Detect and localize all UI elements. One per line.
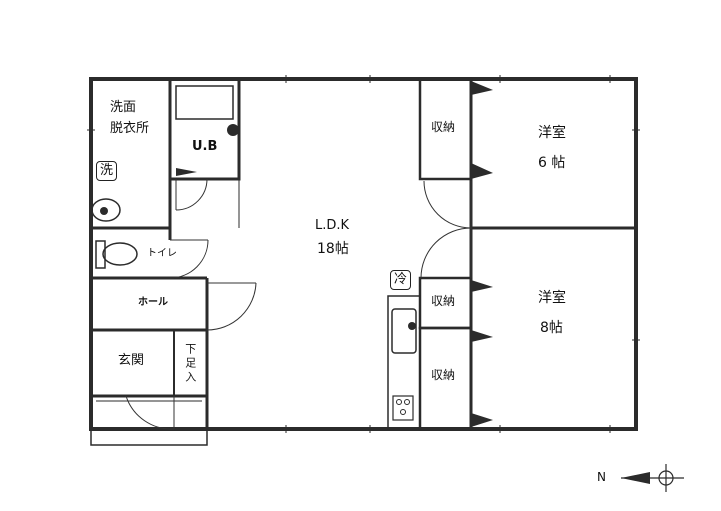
door-swing-entrance: [125, 395, 175, 430]
toilet-bowl: [102, 242, 138, 266]
entrance-step: [90, 395, 208, 446]
label-storage-middle: 収納: [431, 294, 456, 308]
door-swing-room2: [420, 227, 472, 279]
door-swing-bath: [175, 178, 208, 211]
stove-burner: [404, 399, 410, 405]
closet-arrow: [471, 330, 493, 342]
wash-basin: [91, 198, 121, 222]
door-swing-room1: [423, 180, 472, 229]
label-hall: ホール: [138, 297, 168, 308]
closet-arrow: [471, 81, 493, 95]
basin-drain: [100, 207, 108, 215]
unit-bath-wall: [168, 77, 241, 181]
refrigerator-label: 冷: [390, 270, 412, 291]
stove-burner: [396, 399, 402, 405]
sink-drain: [408, 322, 416, 330]
label-ldk-size: 18帖: [317, 241, 349, 257]
door-swing-toilet: [169, 239, 209, 279]
stove: [392, 395, 414, 421]
label-toilet: トイレ: [147, 248, 177, 259]
label-shoe-box: 下足入: [183, 343, 197, 385]
kitchen-counter: [387, 295, 421, 430]
outer-wall: [89, 77, 638, 431]
closet-arrow: [471, 280, 493, 292]
door-swing-hall: [206, 282, 257, 331]
stove-burner: [400, 409, 406, 415]
label-western-room-2-name: 洋室: [538, 290, 566, 306]
label-washroom-line2: 脱衣所: [110, 121, 150, 136]
label-washroom-line1: 洗面: [110, 100, 137, 115]
washing-machine-label: 洗: [96, 161, 118, 182]
label-western-room-2-size: 8帖: [540, 320, 563, 336]
label-storage-lower: 収納: [431, 368, 456, 382]
kitchen-sink: [391, 308, 417, 354]
toilet-tank: [95, 240, 106, 269]
closet-arrow: [471, 413, 493, 427]
label-ldk-name: L.D.K: [315, 218, 350, 233]
label-western-room-1-name: 洋室: [538, 125, 566, 141]
bath-drain: [227, 124, 239, 136]
closet-arrow: [471, 163, 493, 179]
label-western-room-1-size: 6 帖: [538, 155, 566, 171]
compass-arrow: [621, 472, 650, 484]
label-storage-upper: 収納: [431, 120, 456, 134]
label-unit-bath: U.B: [192, 139, 218, 154]
bath-arrow: [176, 168, 197, 176]
label-entrance: 玄関: [118, 353, 145, 368]
bathtub: [175, 85, 234, 120]
compass-north-label: N: [597, 470, 606, 484]
